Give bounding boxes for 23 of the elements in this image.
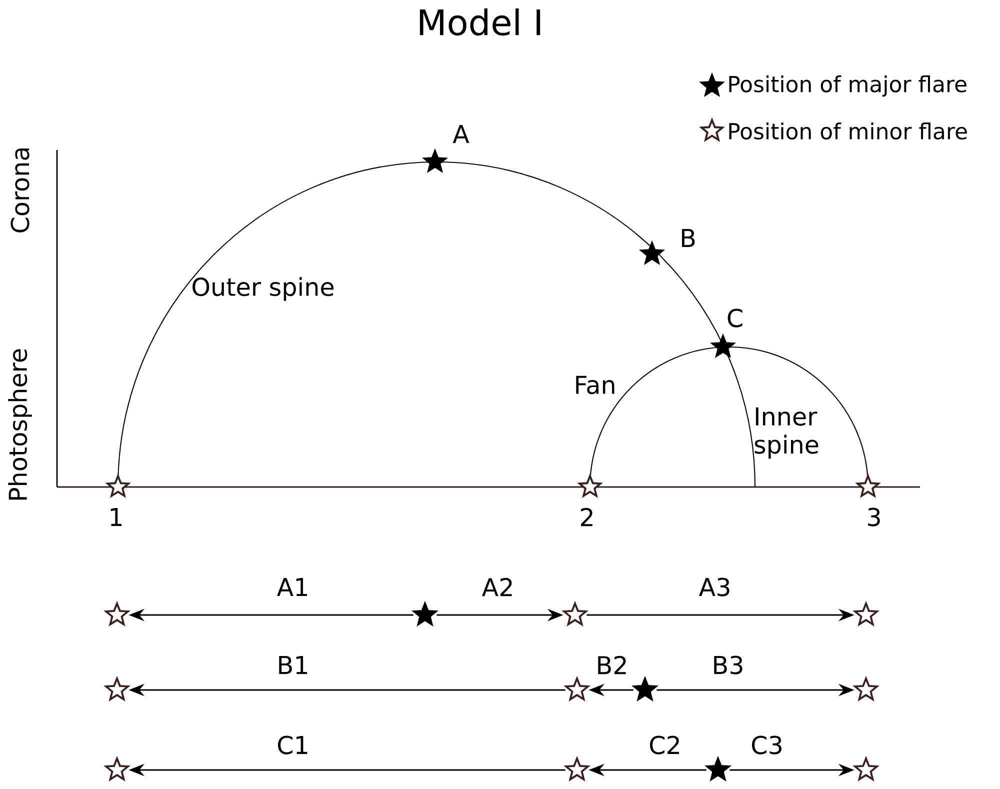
- edge-label: A2: [482, 578, 512, 596]
- edge-label: C3: [752, 736, 782, 754]
- edge-label: B2: [598, 656, 626, 674]
- title: Model I: [420, 8, 540, 36]
- diagram-label: 2: [580, 508, 592, 526]
- diagram-label: A: [452, 125, 470, 143]
- edge-label: A3: [698, 578, 730, 596]
- edge-label: B3: [714, 656, 742, 674]
- axis-label: Corona: [10, 148, 30, 232]
- diagram-label: Outer spine: [192, 277, 334, 301]
- diagram-label: B: [682, 229, 695, 247]
- diagram-label: Fan: [576, 376, 614, 394]
- edge-label: B1: [279, 656, 307, 674]
- edge-label: C1: [278, 736, 308, 754]
- edge-label: A1: [276, 578, 307, 596]
- axis-label: Photosphere: [8, 349, 32, 500]
- edge-label: C2: [650, 736, 679, 754]
- diagram-label: 1: [110, 508, 122, 526]
- diagram-label: 3: [868, 508, 880, 526]
- diagram-label: C: [728, 308, 742, 328]
- diagram-label: Inner spine: [754, 407, 818, 459]
- legend-text: Position of major flare: [729, 75, 966, 97]
- legend-text: Position of minor flare: [729, 122, 967, 140]
